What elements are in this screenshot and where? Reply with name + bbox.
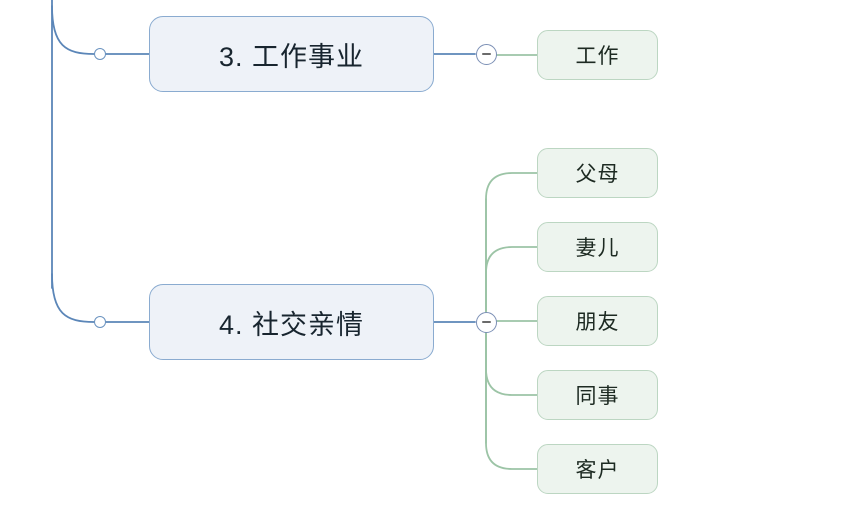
leaf-node-label: 妻儿: [575, 237, 620, 260]
mindmap-branch-node-social[interactable]: 4. 社交亲情: [149, 284, 434, 360]
edge-path: [51, 273, 95, 323]
leaf-node-label: 工作: [575, 45, 620, 68]
edge-path: [485, 246, 538, 312]
leaf-node-label: 父母: [575, 163, 620, 186]
leaf-node-label: 朋友: [575, 311, 620, 334]
minus-glyph: [481, 53, 491, 55]
mindmap-leaf-node-social-clients[interactable]: 客户: [537, 444, 658, 494]
edge-path: [485, 172, 538, 312]
mindmap-leaf-node-work-job[interactable]: 工作: [537, 30, 658, 80]
collapse-toggle-social-minus-icon[interactable]: [475, 311, 497, 333]
leaf-node-label: 客户: [575, 459, 620, 482]
collapse-toggle-work-minus-icon[interactable]: [475, 43, 497, 65]
mindmap-leaf-node-social-parents[interactable]: 父母: [537, 148, 658, 198]
mindmap-leaf-node-social-family[interactable]: 妻儿: [537, 222, 658, 272]
branch-node-label: 3. 工作事业: [218, 41, 365, 72]
minus-glyph: [481, 321, 491, 323]
edge-path: [485, 332, 538, 396]
mindmap-leaf-node-social-friends[interactable]: 朋友: [537, 296, 658, 346]
branch-connector-dot-work[interactable]: [94, 48, 106, 60]
leaf-node-label: 同事: [575, 385, 620, 408]
branch-node-label: 4. 社交亲情: [218, 309, 365, 340]
edge-path: [51, 5, 95, 55]
edge-path: [485, 332, 538, 470]
mindmap-leaf-node-social-coworkers[interactable]: 同事: [537, 370, 658, 420]
branch-connector-dot-social[interactable]: [94, 316, 106, 328]
mindmap-branch-node-work[interactable]: 3. 工作事业: [149, 16, 434, 92]
